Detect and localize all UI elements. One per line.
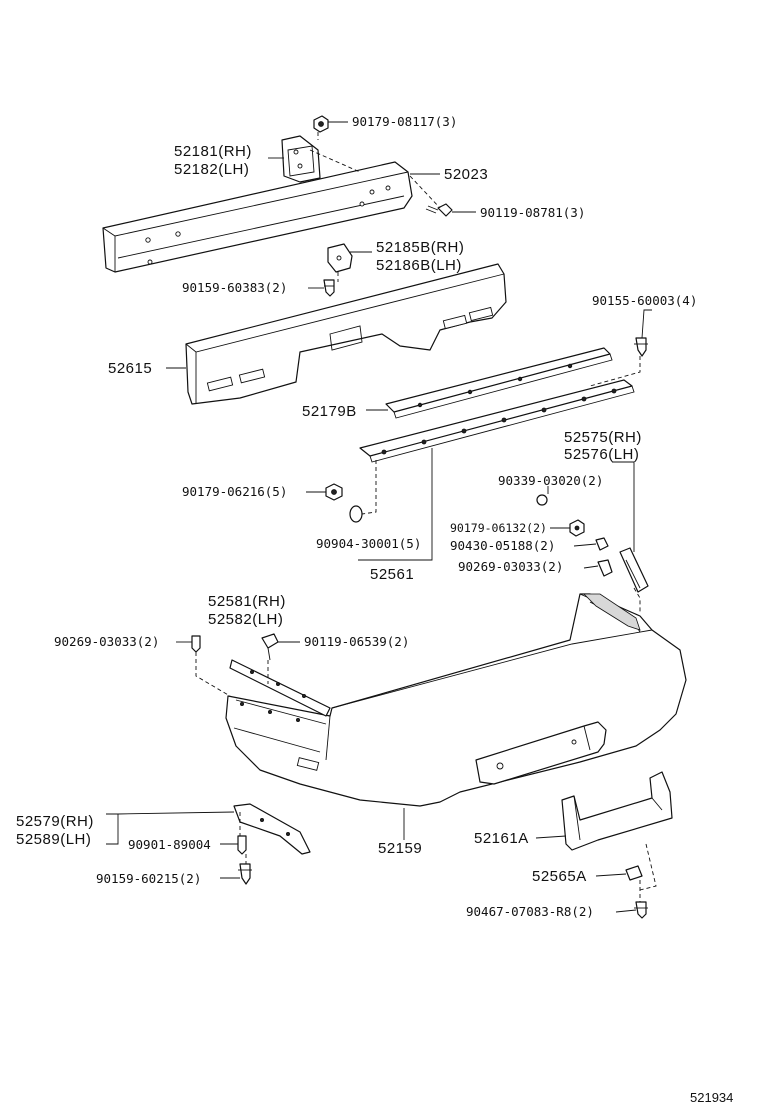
part-52179b-retainer (385, 347, 613, 419)
label-90269-03033-left: 90269-03033(2) (54, 634, 159, 649)
label-90119-08781: 90119-08781(3) (480, 205, 585, 220)
label-90159-60215: 90159-60215(2) (96, 871, 201, 886)
part-90159-60215-clip (238, 863, 252, 885)
label-52161a: 52161A (474, 830, 529, 847)
label-52589: 52589(LH) (16, 831, 91, 848)
label-52023: 52023 (444, 166, 488, 183)
part-52581-retainer (229, 659, 331, 717)
part-90155-60003-clip (634, 337, 648, 357)
label-90179-06216: 90179-06216(5) (182, 484, 287, 499)
label-90339-03020: 90339-03020(2) (498, 473, 603, 488)
part-52181-bracket (281, 135, 321, 183)
label-90159-60383: 90159-60383(2) (182, 280, 287, 295)
label-52575: 52575(RH) (564, 429, 642, 446)
label-52181: 52181(RH) (174, 143, 252, 160)
label-90179-08117: 90179-08117(3) (352, 114, 457, 129)
label-52581: 52581(RH) (208, 593, 286, 610)
part-90339-03020 (536, 494, 548, 506)
figure-id: 521934 (690, 1090, 733, 1105)
label-90430-05188: 90430-05188(2) (450, 538, 555, 553)
label-52185b: 52185B(RH) (376, 239, 464, 256)
part-90179-06216-nut (325, 483, 343, 501)
part-52561-retainer (359, 379, 635, 463)
label-52186b: 52186B(LH) (376, 257, 462, 274)
label-52576: 52576(LH) (564, 446, 639, 463)
leader-lines (106, 121, 652, 913)
label-90119-06539: 90119-06539(2) (304, 634, 409, 649)
part-52615-absorber (185, 263, 507, 405)
label-90901-89004: 90901-89004 (128, 837, 211, 852)
label-52579: 52579(RH) (16, 813, 94, 830)
part-90904-30001-washer (349, 505, 363, 523)
part-90467-07083-clip (634, 901, 648, 919)
part-90179-08117-nut (313, 115, 329, 133)
part-90430-05188 (595, 537, 609, 551)
label-90904-30001: 90904-30001(5) (316, 536, 421, 551)
part-52023-reinforcement (102, 161, 413, 273)
part-52185b-bracket (327, 243, 353, 273)
part-90119-06539-bolt (261, 633, 279, 661)
label-52159: 52159 (378, 840, 422, 857)
label-52615: 52615 (108, 360, 152, 377)
part-labels: 90179-08117(3) 52181(RH) 52182(LH) 52023… (16, 114, 733, 1105)
label-90467-07083: 90467-07083-R8(2) (466, 904, 594, 919)
label-90179-06132: 90179-06132(2) (450, 521, 547, 535)
assembly-guides (195, 132, 657, 902)
label-52561: 52561 (370, 566, 414, 583)
label-52182: 52182(LH) (174, 161, 249, 178)
label-90269-03033-right: 90269-03033(2) (458, 559, 563, 574)
part-52579-bracket (233, 803, 311, 855)
label-52565a: 52565A (532, 868, 587, 885)
part-90119-08781-bolt (425, 203, 453, 217)
label-52582: 52582(LH) (208, 611, 283, 628)
part-90901-89004 (237, 835, 247, 855)
part-52159-bumper-cover (225, 593, 687, 807)
part-52565a-clip (625, 865, 643, 881)
part-90269-03033-right (597, 559, 613, 577)
part-90269-03033-left (191, 635, 201, 653)
part-52575-bracket (619, 547, 649, 593)
label-90155-60003: 90155-60003(4) (592, 293, 697, 308)
label-52179b: 52179B (302, 403, 357, 420)
part-90179-06132-nut (569, 519, 585, 537)
part-90159-60383-clip (323, 279, 335, 297)
part-52161a-mudguard (561, 771, 673, 851)
